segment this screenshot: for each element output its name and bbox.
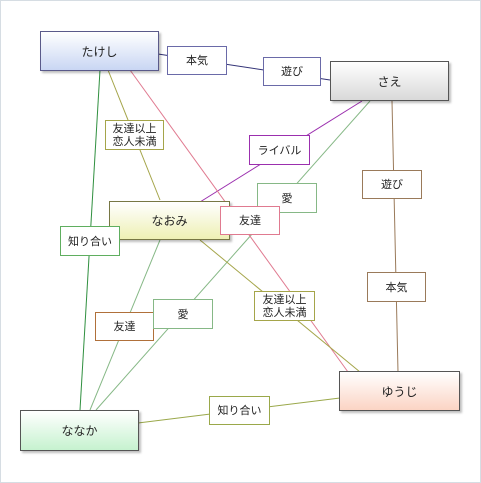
edge-label-asobi-sae-yuuji: 遊び — [362, 170, 422, 199]
edge-sae-nanaka — [95, 100, 371, 411]
edge-label-text: 友達 — [239, 214, 261, 227]
node-yuuji[interactable]: ゆうじ — [339, 371, 460, 411]
edge-label-text: 本気 — [385, 280, 408, 294]
edge-label-yujo-naomi-yuuji: 友達以上 恋人未満 — [254, 291, 315, 321]
node-nanaka[interactable]: ななか — [20, 410, 139, 451]
node-naomi-label: なおみ — [151, 214, 188, 228]
node-nanaka-label: ななか — [61, 424, 98, 438]
edge-label-text: 友達以上 — [112, 122, 157, 135]
edge-label-text: 遊び — [281, 65, 303, 78]
edge-label-text: 恋人未満 — [112, 135, 157, 148]
edge-label-honki-takeshi-sae: 本気 — [167, 46, 227, 75]
edge-label-text: 友達以上 — [262, 293, 307, 306]
edge-label-honki-yuuji-sae: 本気 — [367, 272, 426, 302]
edge-label-rival-sae-naomi: ライバル — [249, 135, 310, 165]
edge-sae-yuuji — [391, 100, 399, 373]
edge-label-text: 友達 — [113, 320, 136, 333]
edge-label-ai-nanaka-naomi: 愛 — [153, 299, 213, 329]
edge-label-text: 愛 — [177, 307, 189, 321]
edge-label-shiriai-nanaka-yuuji: 知り合い — [209, 396, 270, 425]
node-takeshi-label: たけし — [81, 44, 118, 59]
node-sae[interactable]: さえ — [330, 61, 449, 101]
node-sae-label: さえ — [377, 74, 402, 89]
edge-label-text: 本気 — [186, 54, 208, 67]
edge-label-text: 知り合い — [68, 234, 112, 248]
edge-label-text: 愛 — [281, 191, 293, 205]
edge-label-yujo-takeshi-naomi: 友達以上 恋人未満 — [105, 120, 164, 150]
edge-label-text: 知り合い — [217, 404, 262, 417]
edge-label-shiriai-takeshi-nanaka: 知り合い — [60, 226, 120, 256]
node-takeshi[interactable]: たけし — [40, 31, 159, 71]
node-naomi[interactable]: なおみ — [109, 201, 230, 240]
edge-label-text: 遊び — [381, 178, 403, 191]
node-yuuji-label: ゆうじ — [381, 384, 418, 399]
edge-label-text: 恋人未満 — [262, 306, 307, 319]
edge-label-asobi-sae-takeshi: 遊び — [263, 57, 321, 86]
edge-label-text: ライバル — [257, 143, 302, 157]
edge-label-tomodachi-naomi-nanaka: 友達 — [95, 312, 154, 341]
edge-label-tomodachi-takeshi-yuuji: 友達 — [220, 206, 280, 235]
